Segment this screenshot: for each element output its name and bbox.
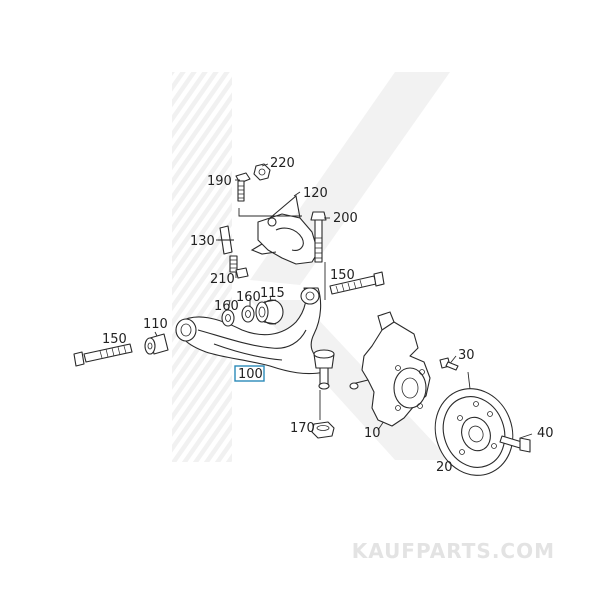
watermark-text: KAUFPARTS.COM <box>352 539 555 563</box>
callout-220: 220 <box>270 156 295 171</box>
screw-30 <box>439 357 459 371</box>
bolt-40 <box>499 435 531 453</box>
bolt-200 <box>310 211 327 263</box>
nut-220 <box>253 163 271 181</box>
washer-160-a <box>221 309 235 327</box>
callout-40: 40 <box>537 426 554 441</box>
washer-160-b <box>241 305 255 323</box>
callout-170: 170 <box>290 421 315 436</box>
bushing-115 <box>255 299 284 325</box>
bolt-150-right <box>329 271 385 295</box>
callout-150-right: 150 <box>330 268 355 283</box>
wheel-hub-20 <box>434 388 514 476</box>
nut-170 <box>311 421 335 439</box>
callout-200: 200 <box>333 211 358 226</box>
bolt-210 <box>229 255 249 279</box>
callout-110: 110 <box>143 317 168 332</box>
bracket-130 <box>218 225 234 255</box>
callout-100: 100 <box>238 367 263 382</box>
callout-190: 190 <box>207 174 232 189</box>
callout-115: 115 <box>260 286 285 301</box>
callout-100-box <box>234 365 265 382</box>
callout-10: 10 <box>364 426 381 441</box>
upper-bracket <box>250 194 319 265</box>
callout-30: 30 <box>458 348 475 363</box>
callout-150-left: 150 <box>102 332 127 347</box>
callout-20: 20 <box>436 460 453 475</box>
callout-labels: 220 190 120 200 130 210 150 160 115 160 … <box>102 156 554 475</box>
bolt-190 <box>235 172 251 202</box>
callout-160-right: 160 <box>236 290 261 305</box>
callout-210: 210 <box>210 272 235 287</box>
bolt-150-left <box>73 343 133 367</box>
callout-130: 130 <box>190 234 215 249</box>
callout-120: 120 <box>303 186 328 201</box>
bushing-110 <box>144 333 169 355</box>
callout-160-left: 160 <box>214 299 239 314</box>
control-arm-100 <box>175 287 335 390</box>
steering-knuckle-10 <box>349 311 431 427</box>
